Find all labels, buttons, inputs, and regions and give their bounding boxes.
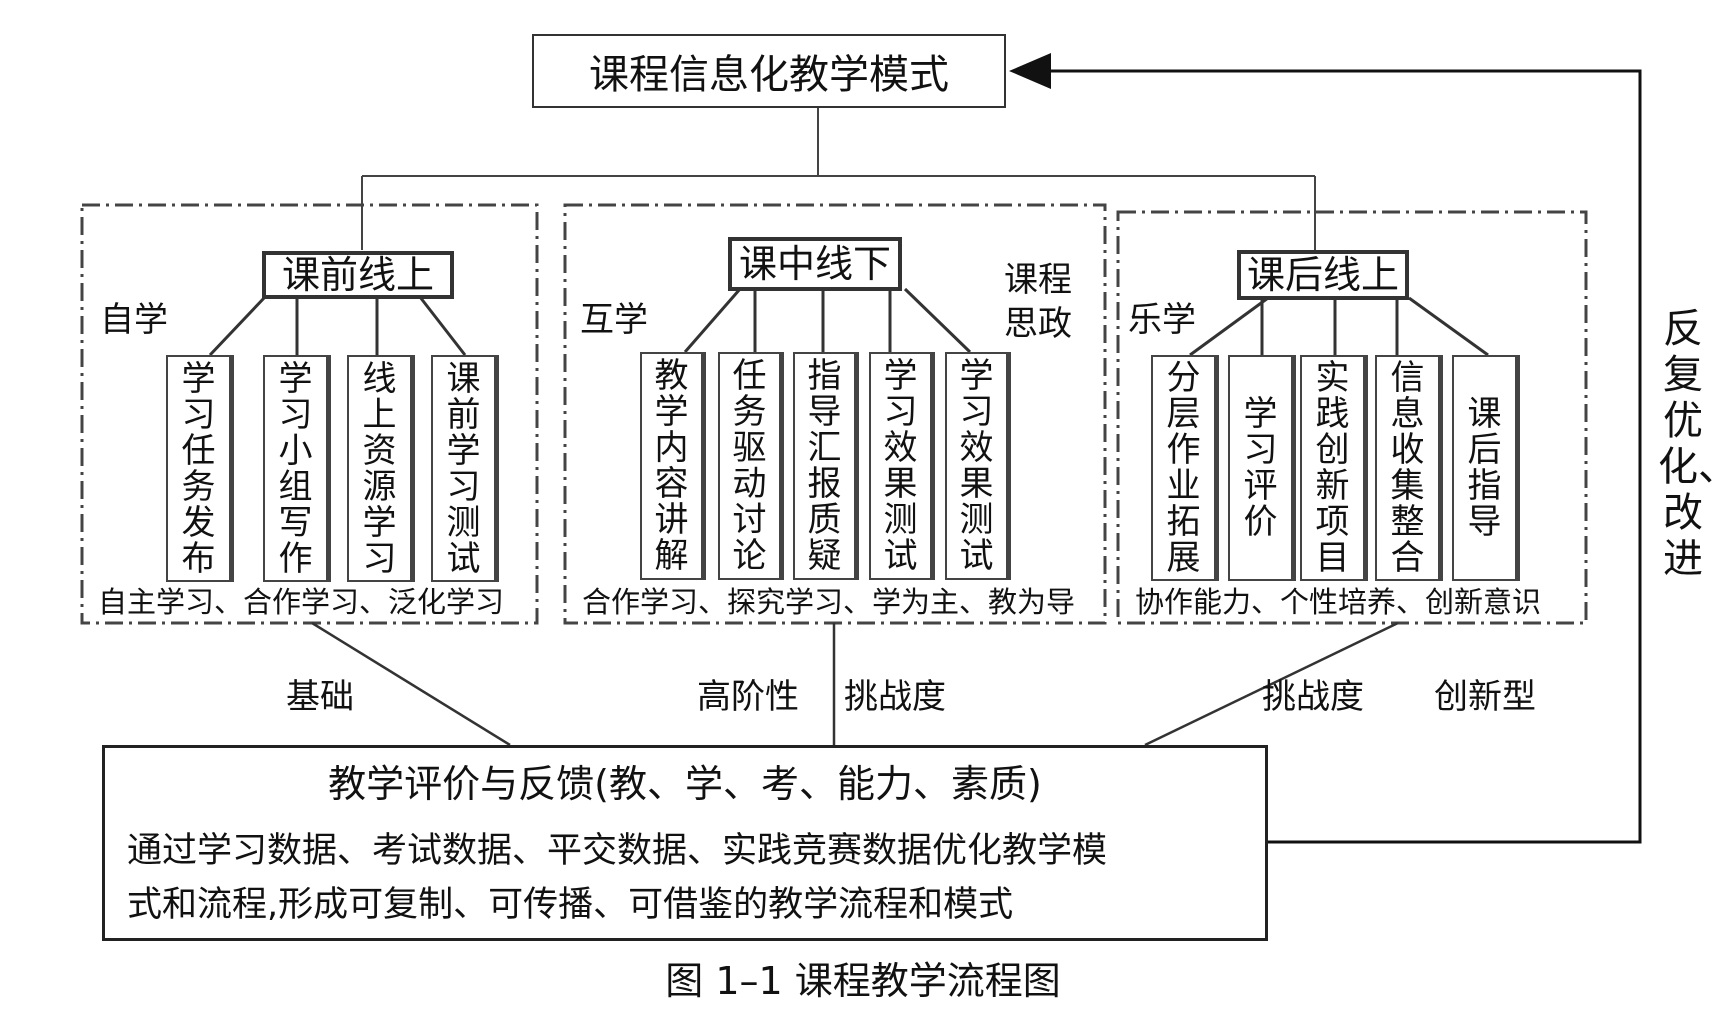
feedback-label: 反复优化、改进 bbox=[1658, 306, 1726, 582]
item-label: 教学内容讲解 bbox=[654, 356, 689, 576]
item-column: 实践创新项目 bbox=[1300, 355, 1368, 581]
feedback-text: 反复优化、改进 bbox=[1658, 306, 1726, 582]
item-label: 信息收集整合 bbox=[1390, 358, 1425, 578]
connector-label-foundation: 基础 bbox=[286, 677, 354, 717]
connector-label-challenge-post: 挑战度 bbox=[1262, 677, 1364, 717]
mode-label-self-study: 自学 bbox=[100, 300, 168, 340]
item-label: 课后指导 bbox=[1467, 394, 1502, 542]
item-label: 学习评价 bbox=[1243, 394, 1278, 542]
item-label: 学习效果测试 bbox=[959, 356, 994, 576]
top-title: 课程信息化教学模式 bbox=[589, 52, 949, 98]
item-column: 指导汇报质疑 bbox=[793, 352, 859, 580]
figure-caption-text: 图 1–1 课程教学流程图 bbox=[665, 959, 1061, 1003]
phase-label-in-class: 课中线下 bbox=[738, 242, 891, 286]
figure-caption: 图 1–1 课程教学流程图 bbox=[0, 962, 1726, 1000]
item-column: 线上资源学习 bbox=[347, 355, 415, 582]
phase-box-post-class: 课后线上 bbox=[1237, 250, 1409, 300]
item-label: 学习任务发布 bbox=[181, 358, 216, 579]
phase-label-post-class: 课后线上 bbox=[1246, 253, 1399, 297]
section-footer-mutual-study: 合作学习、探究学习、学为主、教为导 bbox=[582, 585, 1076, 619]
section-footer-joyful-study: 协作能力、个性培养、创新意识 bbox=[1135, 585, 1542, 619]
connector-label-challenge: 挑战度 bbox=[844, 677, 946, 717]
phase-box-pre-class: 课前线上 bbox=[262, 251, 454, 299]
phase-label-pre-class: 课前线上 bbox=[281, 253, 434, 297]
connector-label-innovative: 创新型 bbox=[1434, 677, 1536, 717]
item-label: 学习小组写作 bbox=[278, 358, 313, 579]
mode-label-joyful-study: 乐学 bbox=[1128, 300, 1196, 340]
item-column: 信息收集整合 bbox=[1375, 355, 1443, 581]
evaluation-line-2: 式和流程,形成可复制、可传播、可借鉴的教学流程和模式 bbox=[127, 885, 1014, 925]
item-label: 指导汇报质疑 bbox=[807, 356, 842, 576]
item-label: 课前学习测试 bbox=[446, 358, 481, 579]
item-column: 学习任务发布 bbox=[166, 355, 234, 582]
item-column: 学习效果测试 bbox=[945, 352, 1011, 580]
ideology-text: 课程思政 bbox=[1004, 260, 1072, 344]
section-footer-self-study: 自主学习、合作学习、泛化学习 bbox=[98, 585, 505, 619]
connector-label-higher-order: 高阶性 bbox=[697, 677, 799, 717]
mode-label-mutual-study: 互学 bbox=[580, 300, 648, 340]
evaluation-box: 教学评价与反馈(教、学、考、能力、素质) 通过学习数据、考试数据、平交数据、实践… bbox=[102, 745, 1268, 941]
top-title-box: 课程信息化教学模式 bbox=[532, 34, 1006, 108]
phase-box-in-class: 课中线下 bbox=[728, 237, 902, 291]
item-column: 课前学习测试 bbox=[431, 355, 499, 582]
item-column: 课后指导 bbox=[1452, 355, 1520, 581]
item-column: 学习评价 bbox=[1228, 355, 1296, 581]
evaluation-title: 教学评价与反馈(教、学、考、能力、素质) bbox=[328, 762, 1042, 806]
item-column: 分层作业拓展 bbox=[1151, 355, 1219, 581]
ideology-label: 课程思政 bbox=[998, 258, 1078, 346]
item-label: 分层作业拓展 bbox=[1166, 358, 1201, 578]
item-column: 任务驱动讨论 bbox=[718, 352, 784, 580]
item-label: 任务驱动讨论 bbox=[732, 356, 767, 576]
item-column: 学习小组写作 bbox=[263, 355, 331, 582]
evaluation-line-1: 通过学习数据、考试数据、平交数据、实践竞赛数据优化教学模 bbox=[127, 831, 1108, 871]
item-column: 教学内容讲解 bbox=[640, 352, 706, 580]
item-label: 线上资源学习 bbox=[362, 358, 397, 579]
item-column: 学习效果测试 bbox=[869, 352, 935, 580]
item-label: 实践创新项目 bbox=[1315, 358, 1350, 578]
item-label: 学习效果测试 bbox=[883, 356, 918, 576]
